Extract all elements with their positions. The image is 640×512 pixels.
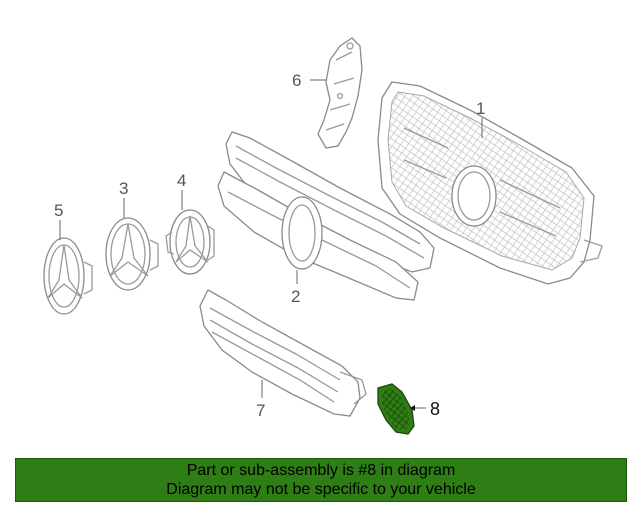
- part-7-lower-grille: [199, 289, 367, 417]
- part-8-grille-insert-highlighted: [377, 383, 415, 435]
- callout-2: 2: [291, 287, 301, 306]
- part-3-star-emblem: [105, 217, 159, 291]
- info-banner: Part or sub-assembly is #8 in diagram Di…: [15, 458, 627, 502]
- part-6-bracket: [317, 37, 363, 149]
- callout-7: 7: [256, 401, 266, 420]
- part-4-emblem-mount: [165, 209, 215, 275]
- part-1-grille: [377, 81, 603, 285]
- leader-lines: [59, 79, 483, 411]
- part-2-grille-bars: [217, 131, 435, 301]
- callout-1: 1: [476, 99, 486, 118]
- callout-4: 4: [177, 171, 187, 190]
- callout-8: 8: [430, 399, 441, 419]
- part-5-star-emblem: [43, 237, 93, 315]
- banner-line-1: Part or sub-assembly is #8 in diagram: [186, 462, 456, 479]
- callout-3: 3: [119, 179, 129, 198]
- callout-5: 5: [54, 201, 64, 220]
- callout-6: 6: [292, 71, 302, 90]
- parts-diagram: [43, 37, 603, 435]
- banner-line-2: Diagram may not be specific to your vehi…: [166, 481, 476, 498]
